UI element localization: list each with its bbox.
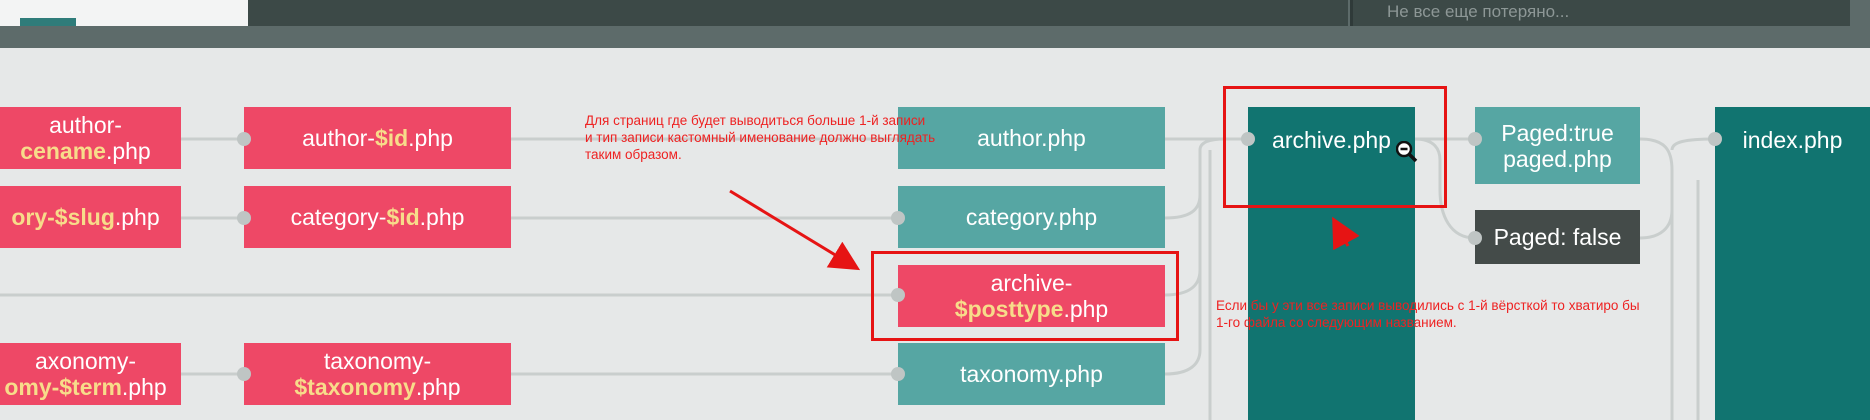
top-left-badge bbox=[20, 18, 76, 26]
connector-node bbox=[891, 367, 905, 381]
zoom-cursor-icon bbox=[1396, 141, 1418, 163]
category-php-box[interactable]: category.php bbox=[898, 186, 1165, 248]
paged-false-box[interactable]: Paged: false bbox=[1475, 210, 1640, 264]
taxonomy-taxonomy-box[interactable]: taxonomy- $taxonomy.php bbox=[244, 343, 511, 405]
connector-node bbox=[1241, 132, 1255, 146]
annotation-note-1-line: Для страниц где будет выводиться больше … bbox=[585, 113, 926, 128]
connector-node bbox=[237, 211, 251, 225]
archive-posttype-box[interactable]: archive- $posttype.php bbox=[898, 265, 1165, 327]
paged-true-line1: Paged:true bbox=[1501, 119, 1614, 146]
author-php-box[interactable]: author.php bbox=[898, 107, 1165, 169]
taxonomy-taxonomy-line1: taxonomy- bbox=[323, 348, 432, 374]
connector-node bbox=[1708, 132, 1722, 146]
taxonomy-php-label: taxonomy.php bbox=[960, 361, 1103, 387]
annotation-note-2-line: Если бы у эти все записи выводились с 1-… bbox=[1216, 298, 1640, 313]
category-slug-label: ory-$slug.php bbox=[11, 204, 160, 230]
category-slug-box[interactable]: ory-$slug.php bbox=[0, 186, 181, 248]
index-php-label: index.php bbox=[1742, 127, 1843, 153]
taxonomy-term-line1: axonomy- bbox=[35, 348, 136, 374]
taxonomy-php-box[interactable]: taxonomy.php bbox=[898, 343, 1165, 405]
category-php-label: category.php bbox=[965, 204, 1098, 230]
annotation-note-1-line: таким образом. bbox=[585, 147, 682, 162]
connector-node bbox=[891, 288, 905, 302]
annotation-note-2: Если бы у эти все записи выводились с 1-… bbox=[1216, 297, 1640, 331]
annotation-note-1-line: и тип записи кастомный именование должно… bbox=[585, 130, 936, 145]
author-nicename-line1: author- bbox=[49, 112, 122, 138]
author-id-box[interactable]: author-$id.php bbox=[244, 107, 511, 169]
taxonomy-term-box[interactable]: axonomy- omy-$term.php bbox=[0, 343, 181, 405]
top-video-panel bbox=[248, 0, 1348, 26]
author-nicename-line2: cename.php bbox=[20, 138, 151, 164]
category-id-label: category-$id.php bbox=[290, 204, 465, 230]
annotation-note-1: Для страниц где будет выводиться больше … bbox=[585, 112, 935, 163]
index-php-box[interactable]: index.php bbox=[1715, 107, 1870, 420]
arrow-to-archive-php bbox=[1332, 216, 1360, 251]
comment-input[interactable]: Не все еще потеряно... bbox=[1350, 0, 1850, 26]
paged-true-box[interactable]: Paged:true paged.php bbox=[1475, 107, 1640, 184]
category-id-box[interactable]: category-$id.php bbox=[244, 186, 511, 248]
connector-node bbox=[891, 211, 905, 225]
arrow-to-archive-posttype bbox=[729, 189, 861, 271]
archive-php-label: archive.php bbox=[1272, 127, 1391, 153]
archive-php-box[interactable]: archive.php bbox=[1248, 107, 1415, 420]
comment-input-placeholder: Не все еще потеряно... bbox=[1387, 2, 1570, 21]
author-id-label: author-$id.php bbox=[302, 125, 453, 151]
taxonomy-term-line2: omy-$term.php bbox=[4, 374, 167, 400]
connector-node bbox=[1468, 231, 1482, 245]
annotation-note-2-line: 1-го файла со следующим названием. bbox=[1216, 315, 1457, 330]
highlight-archive-posttype bbox=[871, 251, 1179, 341]
connector-node bbox=[237, 132, 251, 146]
connector-node bbox=[1468, 132, 1482, 146]
top-left-panel bbox=[0, 0, 248, 26]
author-nicename-box[interactable]: author- cename.php bbox=[0, 107, 181, 169]
highlight-archive-php bbox=[1223, 86, 1447, 208]
archive-posttype-line1: archive- bbox=[990, 270, 1073, 296]
paged-false-label: Paged: false bbox=[1493, 224, 1622, 250]
archive-posttype-line2: $posttype.php bbox=[954, 296, 1109, 322]
connector-node bbox=[237, 367, 251, 381]
author-php-label: author.php bbox=[977, 125, 1086, 151]
taxonomy-taxonomy-line2: $taxonomy.php bbox=[294, 374, 461, 400]
paged-true-line2: paged.php bbox=[1503, 145, 1612, 172]
